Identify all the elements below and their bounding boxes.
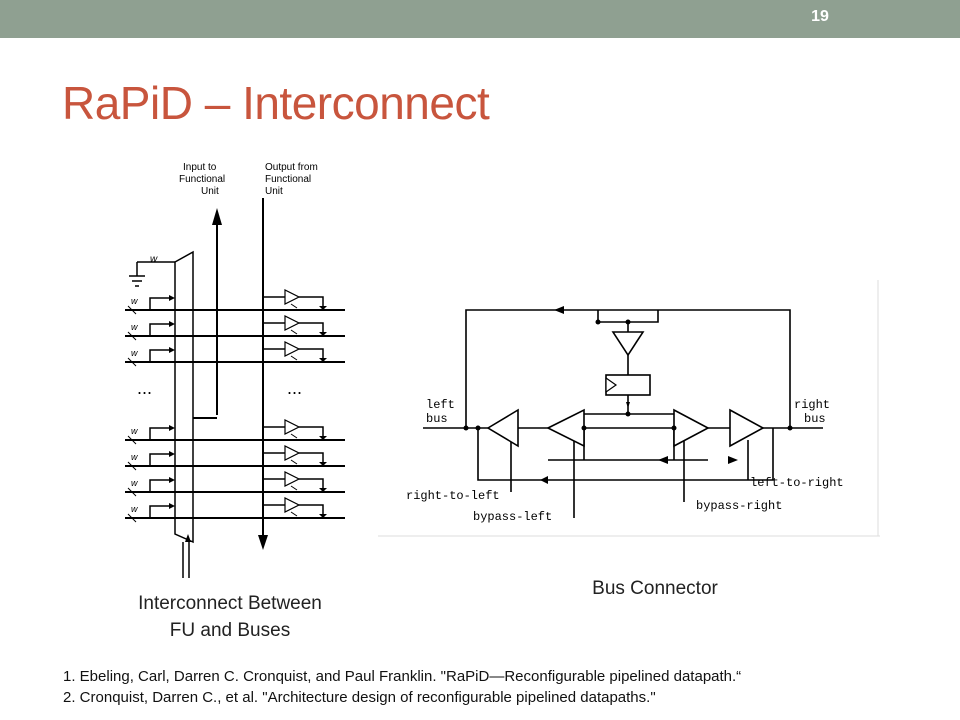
driver-out-wire — [299, 478, 324, 490]
left-to-right-buffer-2 — [729, 408, 765, 448]
right-to-left-buffer-1 — [486, 408, 519, 448]
driver-arrowhead — [319, 488, 327, 492]
input-label-line-3: Unit — [201, 186, 219, 197]
mux-select-arrowhead — [185, 534, 191, 542]
driver-arrowhead — [319, 306, 327, 310]
top-loop-wire — [465, 309, 791, 428]
driver-enable — [290, 303, 298, 309]
mux-tap-arrowhead — [169, 321, 175, 327]
interconnect-diagram: w w w w w w w ... ... Input to Functional Unit… — [125, 162, 345, 578]
width-label: w — [131, 478, 138, 488]
right-to-left-label: right-to-left — [406, 489, 500, 503]
mux-tap-arrowhead — [169, 425, 175, 431]
output-driver — [284, 445, 301, 461]
driver-arrowhead — [319, 462, 327, 466]
bottom-loop-wire — [477, 428, 774, 481]
width-slash — [127, 461, 137, 471]
bus-connector-caption: Bus Connector — [592, 578, 718, 599]
multiplexer — [174, 250, 194, 544]
driver-out-wire — [299, 452, 324, 464]
width-slash — [127, 357, 137, 367]
width-label-top: w — [150, 254, 158, 265]
driver-enable — [290, 459, 298, 465]
mux-tap-wire — [149, 479, 173, 492]
ellipsis-left: ... — [137, 378, 152, 398]
input-label-line-1: Input to — [183, 162, 217, 173]
bypass-right-label: bypass-right — [696, 499, 782, 513]
mux-tap-wire — [149, 349, 173, 362]
mux-tap-arrowhead — [169, 477, 175, 483]
output-driver — [284, 315, 301, 331]
ground-icon — [129, 261, 175, 287]
driver-out-wire — [299, 296, 324, 308]
bus-lines: w w w w w w w — [125, 289, 345, 523]
input-arrowhead — [212, 208, 222, 225]
slide-title: RaPiD – Interconnect — [62, 77, 490, 129]
mux-tap-wire — [149, 505, 173, 518]
output-label-line-2: Functional — [265, 174, 311, 185]
driver-enable — [290, 485, 298, 491]
header-bar: 19 — [0, 0, 960, 38]
width-label: w — [131, 452, 138, 462]
output-driver — [284, 419, 301, 435]
mux-tap-arrowhead — [169, 295, 175, 301]
output-driver — [284, 497, 301, 513]
width-label: w — [131, 504, 138, 514]
width-slash — [127, 331, 137, 341]
width-slash — [127, 435, 137, 445]
mux-tap-wire — [149, 297, 173, 310]
output-driver — [284, 341, 301, 357]
width-label: w — [131, 322, 138, 332]
right-bus-label-line-1: right — [794, 398, 830, 412]
output-label-line-3: Unit — [265, 186, 283, 197]
ellipsis-right: ... — [287, 378, 302, 398]
slide-number: 19 — [811, 8, 829, 25]
driver-arrowhead — [319, 436, 327, 440]
driver-out-wire — [299, 322, 324, 334]
width-slash — [127, 487, 137, 497]
interconnect-caption: Interconnect Between FU and Buses — [100, 590, 360, 644]
width-label: w — [131, 348, 138, 358]
driver-out-wire — [299, 348, 324, 360]
driver-arrowhead — [319, 332, 327, 336]
driver-enable — [290, 329, 298, 335]
left-bus-label-line-2: bus — [426, 412, 448, 426]
mux-tap-arrowhead — [169, 347, 175, 353]
width-slash — [127, 513, 137, 523]
top-buffer — [611, 331, 645, 357]
left-to-right-label: left-to-right — [750, 476, 844, 490]
driver-arrowhead — [319, 514, 327, 518]
right-bus-label-line-2: bus — [804, 412, 826, 426]
reference-2: 2. Cronquist, Darren C., et al. "Archite… — [63, 689, 656, 706]
bypass-left-label: bypass-left — [473, 510, 552, 524]
output-driver — [284, 289, 301, 305]
mux-tap-wire — [149, 427, 173, 440]
input-label-line-2: Functional — [179, 174, 225, 185]
mux-tap-wire — [149, 323, 173, 336]
driver-out-wire — [299, 426, 324, 438]
output-arrowhead — [258, 535, 268, 550]
mux-tap-arrowhead — [169, 503, 175, 509]
driver-enable — [290, 511, 298, 517]
bus-connector-diagram: left bus right bus right-to-left bypass-… — [378, 280, 880, 537]
output-label-line-1: Output from — [265, 162, 318, 173]
caption-line-2: FU and Buses — [169, 620, 291, 641]
driver-arrowhead — [319, 358, 327, 362]
driver-enable — [290, 355, 298, 361]
output-driver — [284, 471, 301, 487]
caption-line-1: Interconnect Between — [138, 593, 322, 614]
driver-enable — [290, 433, 298, 439]
driver-out-wire — [299, 504, 324, 516]
width-label: w — [131, 426, 138, 436]
left-bus-label-line-1: left — [426, 398, 455, 412]
width-slash — [127, 305, 137, 315]
mux-tap-arrowhead — [169, 451, 175, 457]
reference-1: 1. Ebeling, Carl, Darren C. Cronquist, a… — [63, 668, 742, 685]
references: 1. Ebeling, Carl, Darren C. Cronquist, a… — [63, 666, 943, 708]
mux-tap-wire — [149, 453, 173, 466]
width-label: w — [131, 296, 138, 306]
